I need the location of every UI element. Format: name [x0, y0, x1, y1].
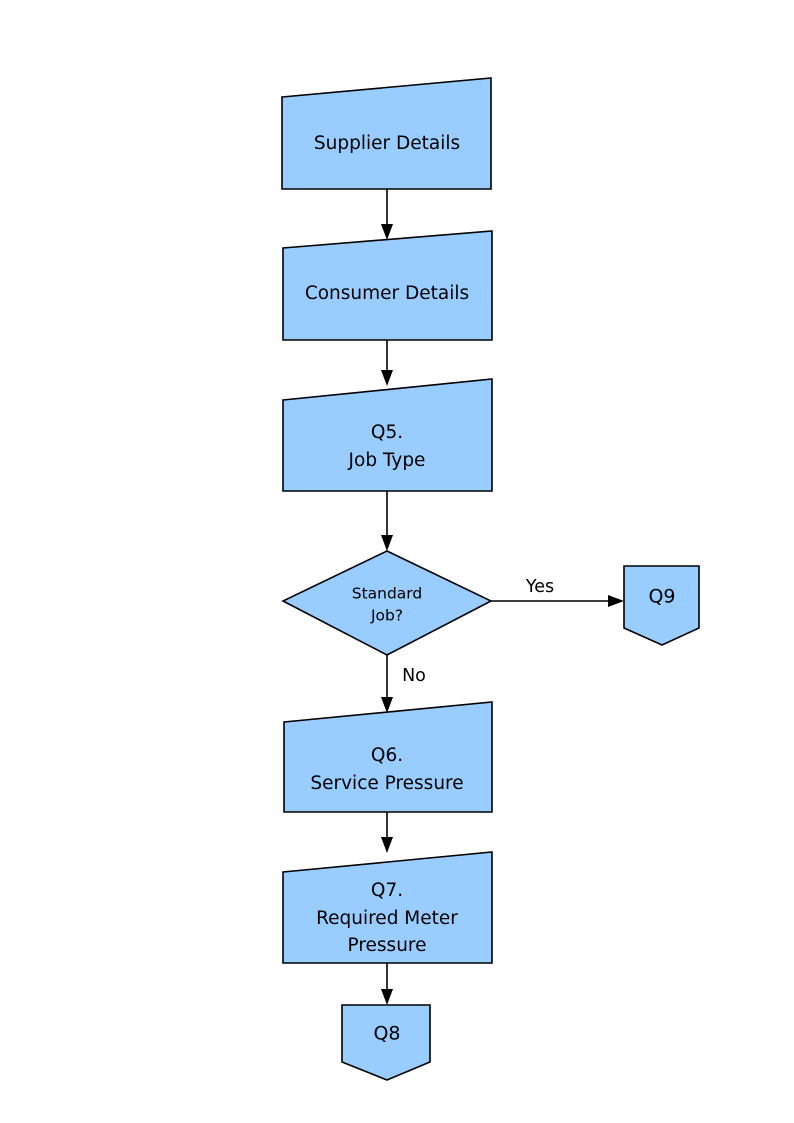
standard-job-decision-label-line1: Standard: [352, 585, 423, 603]
edge-supplier-to-consumer: [381, 189, 393, 240]
consumer-details-label: Consumer Details: [305, 283, 469, 304]
q5-job-type-label-line2: Job Type: [348, 450, 426, 471]
q8-shape[interactable]: [341, 1004, 431, 1081]
node-q7-required-meter-pressure[interactable]: Q7. Required Meter Pressure: [282, 851, 493, 964]
node-consumer-details[interactable]: Consumer Details: [282, 230, 493, 341]
q7-required-meter-pressure-label-line1: Q7.: [371, 880, 403, 901]
q6-service-pressure-shape[interactable]: [283, 701, 493, 813]
q7-required-meter-pressure-label-line2: Required Meter: [316, 908, 458, 929]
node-q9[interactable]: Q9: [623, 565, 700, 646]
node-q8[interactable]: Q8: [341, 1004, 431, 1081]
q5-job-type-shape[interactable]: [282, 378, 493, 492]
edge-q6-to-q7: [381, 812, 393, 853]
edge-decision-no-to-q6: [381, 655, 393, 713]
edge-label-yes: Yes: [525, 577, 554, 597]
q9-label: Q9: [648, 586, 675, 608]
node-standard-job-decision[interactable]: Standard Job?: [281, 550, 493, 656]
supplier-details-shape[interactable]: [281, 77, 492, 190]
q6-service-pressure-label-line1: Q6.: [371, 745, 403, 766]
standard-job-decision-shape[interactable]: [281, 550, 493, 656]
q9-shape[interactable]: [623, 565, 700, 646]
edge-label-no: No: [402, 666, 426, 686]
node-q5-job-type[interactable]: Q5. Job Type: [282, 378, 493, 492]
edge-q7-to-q8: [381, 963, 393, 1005]
edge-consumer-to-q5: [381, 340, 393, 386]
q7-required-meter-pressure-shape[interactable]: [282, 851, 493, 964]
edge-decision-yes-to-q9: [491, 595, 624, 607]
consumer-details-shape[interactable]: [282, 230, 493, 341]
edge-q5-to-decision: [381, 491, 393, 551]
standard-job-decision-label-line2: Job?: [370, 607, 403, 625]
node-q6-service-pressure[interactable]: Q6. Service Pressure: [283, 701, 493, 813]
q6-service-pressure-label-line2: Service Pressure: [310, 773, 463, 794]
q8-label: Q8: [373, 1023, 400, 1045]
q7-required-meter-pressure-label-line3: Pressure: [348, 935, 427, 956]
supplier-details-label: Supplier Details: [314, 133, 460, 154]
q5-job-type-label-line1: Q5.: [371, 422, 403, 443]
node-supplier-details[interactable]: Supplier Details: [281, 77, 492, 190]
